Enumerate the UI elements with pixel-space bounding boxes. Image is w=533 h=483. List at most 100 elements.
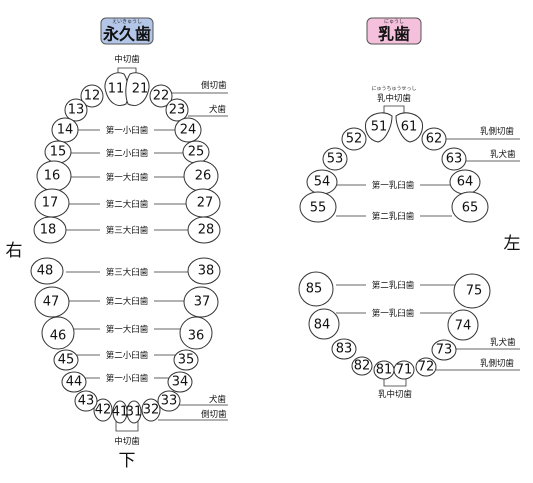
tooth-32: 32 — [141, 398, 161, 422]
svg-text:84: 84 — [314, 318, 331, 333]
tooth-35: 35 — [173, 349, 199, 371]
svg-text:71: 71 — [396, 363, 413, 378]
svg-text:51: 51 — [371, 120, 388, 135]
tooth-18: 18 — [33, 216, 67, 244]
svg-text:48: 48 — [37, 264, 54, 279]
permanent-lower-arch: 31 32 33 34 35 36 37 38 — [30, 257, 221, 424]
tooth-21: 21 — [125, 72, 150, 106]
svg-text:43: 43 — [78, 394, 95, 409]
tooth-28: 28 — [187, 216, 221, 244]
svg-text:38: 38 — [198, 264, 215, 279]
primary-lower-arch: 71 72 73 74 75 81 82 83 — [298, 271, 491, 380]
svg-text:72: 72 — [418, 360, 435, 375]
svg-text:45: 45 — [58, 353, 75, 368]
label-primary-second-molar-upper: 第二乳臼歯 — [372, 211, 415, 222]
svg-text:34: 34 — [172, 375, 189, 390]
svg-text:41: 41 — [112, 405, 129, 420]
tooth-36: 36 — [179, 316, 213, 350]
tooth-22: 22 — [149, 84, 173, 108]
svg-text:25: 25 — [188, 145, 205, 160]
tooth-54: 54 — [306, 169, 338, 195]
tooth-62: 62 — [421, 127, 447, 151]
tooth-53: 53 — [322, 147, 348, 171]
tooth-33: 33 — [157, 390, 181, 412]
tooth-63: 63 — [441, 147, 467, 171]
svg-text:85: 85 — [306, 282, 323, 297]
label-second-molar-lower: 第二大臼歯 — [106, 296, 149, 307]
svg-text:37: 37 — [194, 295, 211, 310]
permanent-side-labels: 中切歯 側切歯 犬歯 犬歯 側切歯 中切歯 — [114, 54, 228, 447]
permanent-title-ruby: えいきゅうし — [112, 18, 142, 25]
svg-text:12: 12 — [84, 89, 101, 104]
svg-text:26: 26 — [195, 169, 212, 184]
label-lateral-incisor-upper: 側切歯 — [201, 80, 227, 91]
svg-text:63: 63 — [446, 152, 463, 167]
svg-text:35: 35 — [178, 353, 195, 368]
permanent-row-labels: 第一小臼歯 第二小臼歯 第一大臼歯 第二大臼歯 第三大臼歯 第三大臼歯 第二大臼… — [106, 125, 149, 384]
tooth-16: 16 — [36, 160, 72, 192]
tooth-12: 12 — [80, 84, 104, 108]
svg-text:55: 55 — [310, 201, 327, 216]
label-central-incisor-upper: 中切歯 — [114, 54, 140, 65]
svg-text:11: 11 — [108, 82, 125, 97]
label-lateral-incisor-lower: 側切歯 — [201, 409, 227, 420]
tooth-82: 82 — [351, 356, 373, 376]
svg-text:64: 64 — [457, 175, 474, 190]
label-first-molar-upper: 第一大臼歯 — [106, 172, 149, 183]
permanent-row-lines — [66, 129, 188, 379]
permanent-title-text: 永久歯 — [102, 25, 151, 44]
tooth-75: 75 — [453, 273, 491, 309]
svg-text:17: 17 — [42, 196, 59, 211]
tooth-51: 51 — [365, 112, 393, 143]
svg-text:44: 44 — [66, 375, 83, 390]
tooth-25: 25 — [182, 140, 210, 164]
tooth-85: 85 — [298, 271, 334, 307]
tooth-83: 83 — [331, 338, 357, 360]
tooth-24: 24 — [174, 117, 202, 143]
tooth-42: 42 — [93, 398, 113, 422]
tooth-14: 14 — [51, 117, 79, 143]
tooth-17: 17 — [34, 188, 70, 218]
svg-text:65: 65 — [462, 201, 479, 216]
tooth-74: 74 — [447, 309, 479, 341]
label-third-molar-lower: 第三大臼歯 — [106, 267, 149, 278]
tooth-37: 37 — [183, 286, 219, 318]
svg-text:61: 61 — [401, 120, 418, 135]
label-first-molar-lower: 第一大臼歯 — [106, 324, 149, 335]
tooth-46: 46 — [41, 316, 75, 350]
svg-text:52: 52 — [346, 132, 363, 147]
tooth-71: 71 — [393, 360, 415, 380]
direction-left: 左 — [504, 234, 521, 254]
label-primary-canine-lower: 乳犬歯 — [490, 337, 516, 348]
label-primary-central-incisor-lower: 乳中切歯 — [378, 389, 413, 400]
svg-text:22: 22 — [153, 89, 170, 104]
tooth-47: 47 — [34, 286, 70, 318]
svg-text:73: 73 — [436, 343, 453, 358]
svg-text:16: 16 — [44, 169, 61, 184]
label-primary-canine-upper: 乳犬歯 — [490, 149, 516, 160]
svg-text:27: 27 — [197, 196, 214, 211]
label-primary-second-molar-lower: 第二乳臼歯 — [372, 280, 415, 291]
svg-text:15: 15 — [50, 145, 67, 160]
svg-text:62: 62 — [426, 132, 443, 147]
label-primary-lateral-incisor-lower: 乳側切歯 — [480, 358, 515, 369]
svg-text:21: 21 — [132, 82, 149, 97]
svg-text:74: 74 — [455, 319, 472, 334]
svg-text:31: 31 — [126, 405, 143, 420]
primary-upper-arch: 51 52 53 54 55 61 62 63 — [299, 112, 489, 223]
label-second-molar-upper: 第二大臼歯 — [106, 199, 149, 210]
primary-upper-labels: にゅうちゅうせっし 乳中切歯 乳側切歯 乳犬歯 第一乳臼歯 第二乳臼歯 — [336, 86, 520, 222]
tooth-48: 48 — [30, 257, 64, 285]
svg-text:82: 82 — [354, 359, 371, 374]
tooth-15: 15 — [44, 140, 72, 164]
tooth-45: 45 — [53, 349, 79, 371]
tooth-65: 65 — [451, 191, 489, 223]
label-first-premolar-lower: 第一小臼歯 — [106, 373, 149, 384]
label-primary-central-incisor-upper: 乳中切歯 — [377, 93, 412, 104]
primary-title: にゅうし 乳歯 — [366, 17, 422, 45]
svg-text:32: 32 — [143, 403, 160, 418]
tooth-84: 84 — [308, 308, 340, 340]
svg-text:53: 53 — [327, 152, 344, 167]
svg-text:75: 75 — [466, 284, 483, 299]
